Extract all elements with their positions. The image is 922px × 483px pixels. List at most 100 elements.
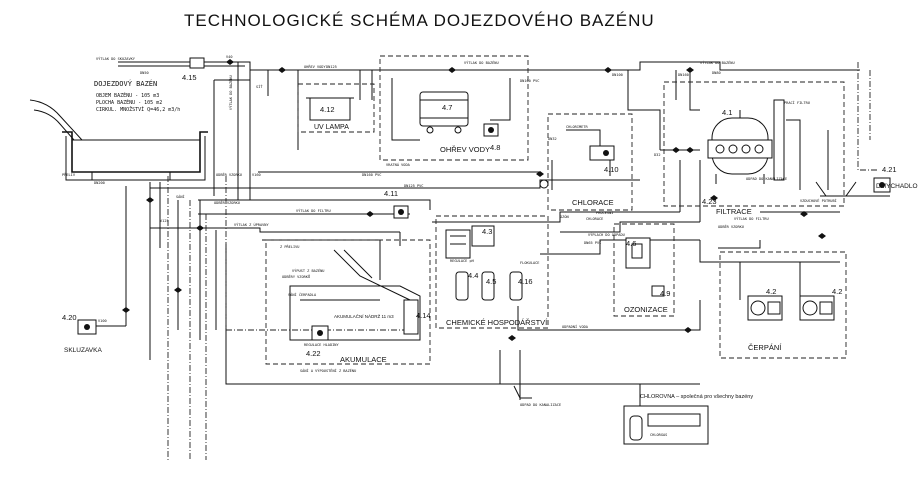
equipment-id: 4.16 <box>518 277 533 286</box>
pipe-label: DN200 <box>94 181 105 185</box>
equipment-id: 4.7 <box>442 103 452 112</box>
ozone-generator <box>625 237 651 269</box>
pipe-label: ODPADNÍ VODA <box>562 324 589 329</box>
accumulation-label: AKUMULACE <box>340 355 387 364</box>
pipe-label: VÝTLAK DO SKUZAVKY <box>96 56 136 61</box>
pipe-label: D32 <box>654 153 661 157</box>
pipe-label: DN50 <box>140 71 149 75</box>
heating-label: OHŘEV VODY <box>440 145 490 154</box>
pipe-label: VZDUCHOVÉ POTRUBÍ <box>800 198 837 203</box>
pipe-label: DN100 PVC <box>520 79 539 83</box>
equipment-id: 4.4 <box>468 271 478 280</box>
pipe-label: ODBĚRY VZORKŮ <box>282 274 310 279</box>
pipe-label: VÝTLAK DO BAZÉNU <box>700 60 735 65</box>
accumulation-tank <box>289 249 421 341</box>
pipe-label: DN125 <box>326 65 337 69</box>
pipe-label: DN32 <box>548 137 557 141</box>
pipe-label: VÝTLAK DO BAZÉNU <box>464 60 499 65</box>
uv-lamp <box>306 97 354 121</box>
equipment-id: 4.14 <box>416 311 431 320</box>
pipe-label: VÝTLAK DO FILTRU <box>734 216 769 221</box>
equipment-id: 4.11 <box>384 189 398 198</box>
drain-pit-2 <box>513 385 532 399</box>
pumping-label: ČERPÁNÍ <box>748 343 782 352</box>
pool-name: DOJEZDOVÝ BAZÉN <box>94 79 157 88</box>
pipe-label: V160 <box>252 173 261 177</box>
equipment-id: 4.23 <box>702 197 717 206</box>
pipe-label: SÍŤ <box>256 84 263 89</box>
equipment-id: 4.15 <box>182 73 197 82</box>
equipment-id: 4.12 <box>320 105 335 114</box>
pool-flow: CIRKUL. MNOŽSTVÍ Q=46,2 m3/h <box>96 105 180 113</box>
equipment-id: 4.5 <box>486 277 496 286</box>
pipe-label: CHLORIMETR <box>566 125 588 129</box>
valves <box>122 59 826 341</box>
blower <box>873 177 891 193</box>
pipe-label: VÝPLACH DO ODPADU <box>588 232 625 237</box>
circulation-pump-1 <box>747 295 783 321</box>
scheme-title: TECHNOLOGICKÉ SCHÉMA DOJEZDOVÉHO BAZÉNU <box>184 11 655 30</box>
pipe-label: CHLORACE <box>586 217 603 221</box>
pipe-label: ODBĚR VZORKU <box>216 172 242 177</box>
pipe-label: SÁNÍ <box>176 194 185 199</box>
pipe-label: SÁNÍ A VÝPOUSTĚNÍ Z BAZÉNU <box>300 368 356 373</box>
pipe-label: SÁNÍ ČERPADLA <box>288 292 317 297</box>
chlorination-label: CHLORACE <box>572 198 614 207</box>
pipe-label: V125 <box>160 219 169 223</box>
pipe-label: VÝTLAK DO FILTRU <box>296 208 331 213</box>
pipe-label: VÝTLAK DO BAZÉNU <box>228 75 233 110</box>
pipe-label: VÝPUST Z BAZÉNU <box>292 268 324 273</box>
equipment-id: 4.8 <box>490 143 500 152</box>
pipe-label: VRATNÁ VODA <box>386 162 411 167</box>
pool-volume: OBJEM BAZÉNU - 105 m3 <box>96 91 159 99</box>
pipe-label: DN65 PVC <box>584 241 601 245</box>
circulation-pump-2 <box>799 295 835 321</box>
pipe-label: VÝTLAK Z ÚPRAVNY <box>234 222 269 227</box>
section-frames <box>167 55 878 460</box>
filtration-label: FILTRACE <box>716 207 752 216</box>
pipe-label: ODPAD DO KANALIZACE <box>746 177 787 181</box>
ozonation-label: OZONIZACE <box>624 305 668 314</box>
blower-label: DMYCHADLO <box>876 183 918 190</box>
pipe-label: V100 <box>98 319 107 323</box>
pipe-label: REGULACE HLADINY <box>304 343 339 347</box>
pipe-label: ODBĚR VZORKU <box>214 200 240 205</box>
pipe-label: PROCESNÍ <box>596 210 613 215</box>
pipe-label: Z PŘELIVU <box>280 244 299 249</box>
sand-filter <box>707 99 785 184</box>
slide-pump <box>77 319 97 335</box>
chemical-label: CHEMICKÉ HOSPODÁŘSTVÍ <box>446 318 548 327</box>
pipe-label: OZÓN <box>560 214 569 219</box>
pipe-label: DN160 <box>678 73 689 77</box>
pipe-label: REGULACE pH <box>450 259 474 263</box>
pipe-label: V40 <box>226 55 233 59</box>
uv-lamp-label: UV LAMPA <box>314 124 349 131</box>
dosing-station <box>445 225 495 259</box>
chlorination-unit <box>539 145 615 189</box>
equipment-id: 4.20 <box>62 313 77 322</box>
equipment-id: 4.22 <box>306 349 321 358</box>
chlorine-room <box>623 405 709 445</box>
equipment-id: 4.3 <box>482 227 492 236</box>
pipe-label: ODPAD DO KANALIZACE <box>520 403 561 407</box>
booster-pump <box>189 57 205 69</box>
pool-area: PLOCHA BAZÉNU - 105 m2 <box>96 98 162 106</box>
ozone-pump <box>651 285 665 297</box>
equipment-id: 4.6 <box>626 239 636 248</box>
filtration-feed-pump <box>393 205 409 219</box>
equipment-id: 4.2 <box>832 287 842 296</box>
pipe-label: PRACÍ FILTRU <box>784 100 810 105</box>
chlorine-room-label: CHLOROVNA – společná pro všechny bazény <box>640 394 753 400</box>
pipe-label: ODBĚR VZORKU <box>718 224 744 229</box>
pipe-label: DN100 <box>612 73 623 77</box>
chemical-tanks <box>455 271 523 301</box>
accumulation-pump <box>311 325 329 341</box>
pipe-label: DN80 <box>712 71 721 75</box>
pipe-label: DN125 PVC <box>404 184 423 188</box>
pool-basin <box>29 99 208 181</box>
pipe-label: CHLORGAS <box>650 433 667 437</box>
accumulation-tank-label: AKUMULAČNÍ NÁDRŽ 11 m3 <box>334 312 394 319</box>
equipment-id: 4.2 <box>766 287 776 296</box>
equipment-id: 4.21 <box>882 165 897 174</box>
